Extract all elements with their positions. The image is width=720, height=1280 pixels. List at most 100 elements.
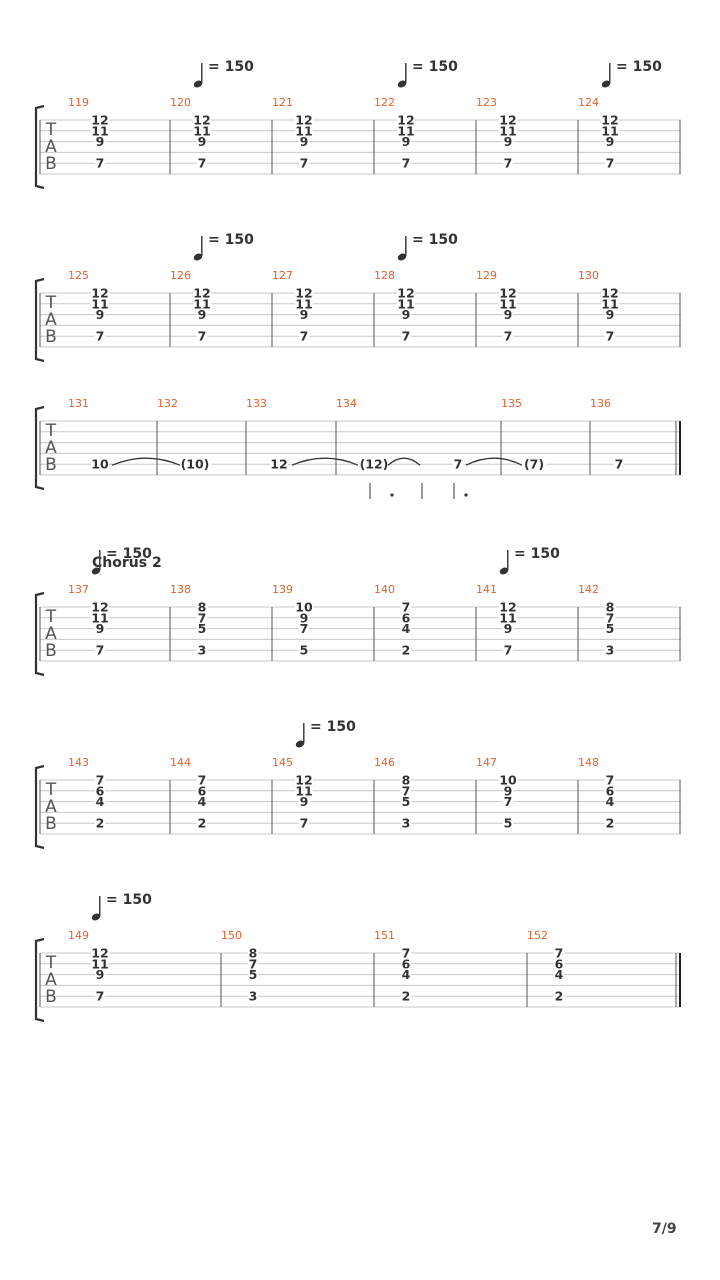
fret-number: 2	[402, 989, 411, 1004]
fret-number: 11	[295, 296, 312, 311]
fret-mask	[604, 601, 616, 613]
fret-mask	[94, 309, 106, 321]
measure-number: 145	[272, 756, 293, 769]
fret-mask	[193, 114, 211, 126]
fret-mask	[91, 287, 109, 299]
fret-number: 6	[96, 783, 105, 798]
fret-mask	[91, 298, 109, 310]
fret-number: 12	[295, 113, 312, 128]
fret-number: 8	[402, 773, 411, 788]
fret-mask	[298, 309, 310, 321]
fret-mask	[91, 958, 109, 970]
fret-mask	[91, 458, 109, 470]
fret-number: 11	[499, 123, 516, 138]
fret-mask	[604, 330, 616, 342]
fret-mask	[400, 969, 412, 981]
tab-clef-letter: B	[45, 154, 57, 174]
fret-mask	[94, 136, 106, 148]
fret-mask	[499, 774, 517, 786]
tempo-text: = 150	[106, 546, 152, 562]
fret-number: 12	[193, 286, 210, 301]
fret-mask	[295, 785, 313, 797]
measure-number: 138	[170, 583, 191, 596]
fret-mask	[400, 330, 412, 342]
measure-number: 143	[68, 756, 89, 769]
fret-mask	[196, 796, 208, 808]
measure-number: 131	[68, 397, 89, 410]
fret-number: 7	[300, 816, 309, 831]
fret-mask	[502, 817, 514, 829]
fret-mask	[298, 330, 310, 342]
fret-number: 9	[402, 307, 411, 322]
quarter-note-icon	[91, 913, 101, 921]
fret-mask	[295, 774, 313, 786]
tab-clef-letter: B	[45, 641, 57, 661]
fret-mask	[400, 309, 412, 321]
fret-number: 3	[249, 989, 258, 1004]
fret-number: 9	[606, 134, 615, 149]
fret-mask	[400, 817, 412, 829]
fret-mask	[295, 125, 313, 137]
measure-number: 133	[246, 397, 267, 410]
fret-mask	[196, 817, 208, 829]
system-bracket	[34, 277, 45, 363]
fret-mask	[91, 114, 109, 126]
fret-mask	[400, 958, 412, 970]
fret-number: 5	[402, 794, 411, 809]
fret-number: 11	[91, 956, 108, 971]
fret-mask	[295, 601, 313, 613]
fret-mask	[604, 157, 616, 169]
fret-mask	[193, 298, 211, 310]
tie-arc	[111, 457, 181, 466]
fret-mask	[499, 298, 517, 310]
fret-number: (10)	[181, 457, 210, 472]
measure-number: 148	[578, 756, 599, 769]
fret-number: 11	[295, 123, 312, 138]
fret-mask	[604, 136, 616, 148]
fret-mask	[604, 796, 616, 808]
fret-number: 5	[198, 621, 207, 636]
fret-mask	[601, 287, 619, 299]
tab-clef-letter: A	[45, 137, 57, 157]
fret-mask	[499, 601, 517, 613]
fret-number: 12	[91, 113, 108, 128]
fret-number: 4	[402, 621, 411, 636]
fret-mask	[91, 125, 109, 137]
fret-number: 10	[91, 457, 109, 472]
fret-mask	[94, 785, 106, 797]
fret-mask	[499, 125, 517, 137]
fret-mask	[397, 125, 415, 137]
tab-clef-letter: B	[45, 987, 57, 1007]
fret-number: 12	[193, 113, 210, 128]
fret-mask	[94, 817, 106, 829]
fret-mask	[298, 136, 310, 148]
measure-number: 127	[272, 269, 293, 282]
tempo-text: = 150	[412, 232, 458, 248]
measure-number: 122	[374, 96, 395, 109]
fret-number: 4	[198, 794, 207, 809]
fret-number: 11	[397, 296, 414, 311]
fret-number: 7	[198, 610, 207, 625]
fret-number: 7	[606, 156, 615, 171]
fret-number: 7	[402, 600, 411, 615]
tab-clef-letter: T	[45, 953, 57, 973]
fret-number: 5	[606, 621, 615, 636]
measure-number: 140	[374, 583, 395, 596]
fret-mask	[94, 623, 106, 635]
fret-number: 9	[96, 134, 105, 149]
fret-mask	[357, 458, 391, 470]
tempo-text: = 150	[412, 59, 458, 75]
fret-mask	[553, 969, 565, 981]
fret-number: 9	[504, 621, 513, 636]
fret-mask	[400, 644, 412, 656]
fret-number: 11	[295, 783, 312, 798]
fret-mask	[400, 612, 412, 624]
fret-number: 6	[555, 956, 564, 971]
staff-system: TAB1437642144764214512119714687531471097…	[34, 719, 681, 850]
fret-mask	[295, 114, 313, 126]
tab-clef-letter: B	[45, 455, 57, 475]
fret-number: 3	[402, 816, 411, 831]
fret-number: 7	[96, 329, 105, 344]
fret-mask	[94, 990, 106, 1002]
fret-number: 7	[402, 329, 411, 344]
